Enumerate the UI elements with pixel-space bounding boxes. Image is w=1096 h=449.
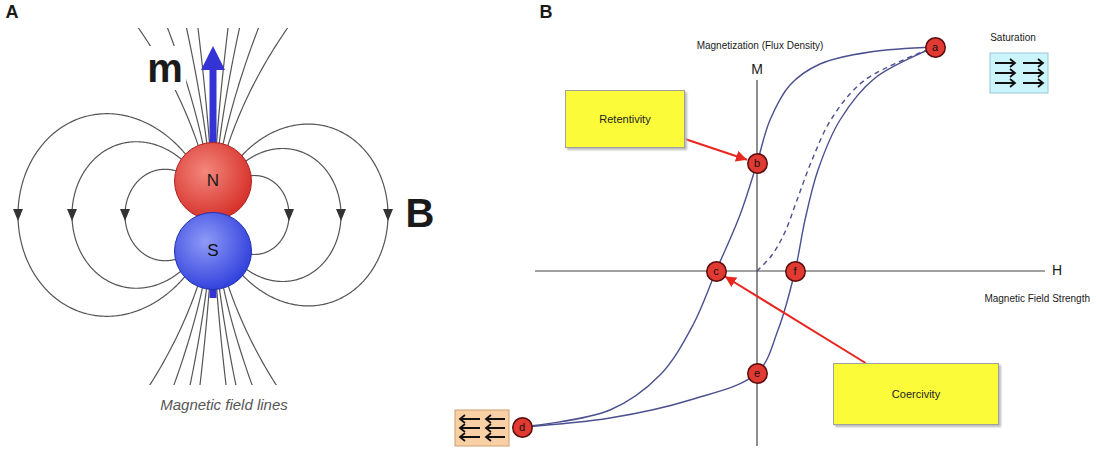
axis-title: Magnetization (Flux Density) [697, 40, 824, 51]
initial-curve [757, 47, 935, 271]
callout-box: Retentivity [565, 90, 685, 148]
field-arrowhead [284, 209, 294, 221]
circle-shape [747, 153, 767, 173]
domain-arrow [995, 79, 1015, 87]
caption-text: Magnetic field lines [160, 397, 288, 414]
node-text: Retentivity [599, 113, 650, 125]
panel-letter: B [540, 3, 553, 23]
node-text: a [932, 41, 938, 53]
reverse-saturation-icon [455, 410, 509, 446]
field-line [18, 114, 213, 317]
field-arrowhead [383, 209, 393, 221]
node-text: b [754, 157, 760, 169]
callout-box: Coercivity [833, 363, 999, 425]
moment-label: m [144, 46, 186, 90]
field-arrowhead [336, 209, 346, 221]
curve-point: f [785, 261, 806, 282]
curve-point: a [925, 37, 946, 58]
circle-shape [747, 363, 767, 383]
node-text: c [713, 265, 719, 277]
domain-arrow [486, 424, 505, 432]
field-line [213, 28, 440, 385]
node-text: Coercivity [892, 388, 940, 400]
callout-arrow [725, 277, 866, 363]
circle-shape [512, 417, 532, 437]
domain-arrow [460, 433, 480, 441]
domain-arrows [995, 59, 1043, 87]
node-text: d [519, 421, 525, 433]
north-pole: N [174, 142, 252, 220]
domain-arrow [1023, 79, 1043, 87]
circle-shape [175, 143, 252, 220]
node-text: N [207, 172, 219, 191]
domain-arrow [486, 415, 505, 423]
state-label: Saturation [990, 32, 1036, 43]
node-text: f [793, 265, 796, 277]
field-line [213, 28, 440, 385]
axis-letter: M [751, 62, 763, 77]
domain-arrow [995, 69, 1015, 77]
axis-letter: H [1052, 263, 1062, 278]
saturation-icon [990, 53, 1048, 93]
south-pole: S [174, 212, 252, 290]
node-text: S [207, 242, 218, 261]
curve-point: d [512, 417, 533, 438]
moment-arrowhead [201, 46, 225, 70]
field-arrowhead [67, 209, 77, 221]
axis-title: Magnetic Field Strength [984, 293, 1090, 304]
field-line [0, 28, 213, 385]
circle-shape [175, 213, 252, 290]
field-line [0, 28, 213, 385]
field-lines [0, 28, 440, 385]
field-line [213, 28, 440, 385]
domain-arrow [460, 415, 480, 423]
domain-arrow [1023, 59, 1043, 67]
field-line [0, 28, 213, 385]
field-arrowhead [13, 209, 23, 221]
circle-shape [706, 261, 726, 281]
callout-arrow [685, 139, 747, 160]
circle-shape [785, 261, 805, 281]
circle-shape [925, 37, 945, 57]
m-axis [756, 80, 757, 446]
domain-arrow [460, 424, 480, 432]
field-line [0, 28, 213, 385]
domain-arrow [486, 433, 505, 441]
field-line [213, 28, 440, 385]
curve-point: c [706, 261, 727, 282]
field-arrowhead [120, 209, 130, 221]
curve-point: e [747, 363, 768, 384]
domain-arrows [460, 415, 505, 441]
field-label: B [406, 191, 435, 235]
curve-point: b [747, 153, 768, 174]
domain-arrow [1023, 69, 1043, 77]
domain-arrow [995, 59, 1015, 67]
panel-letter: A [6, 3, 19, 23]
node-text: e [754, 367, 760, 379]
